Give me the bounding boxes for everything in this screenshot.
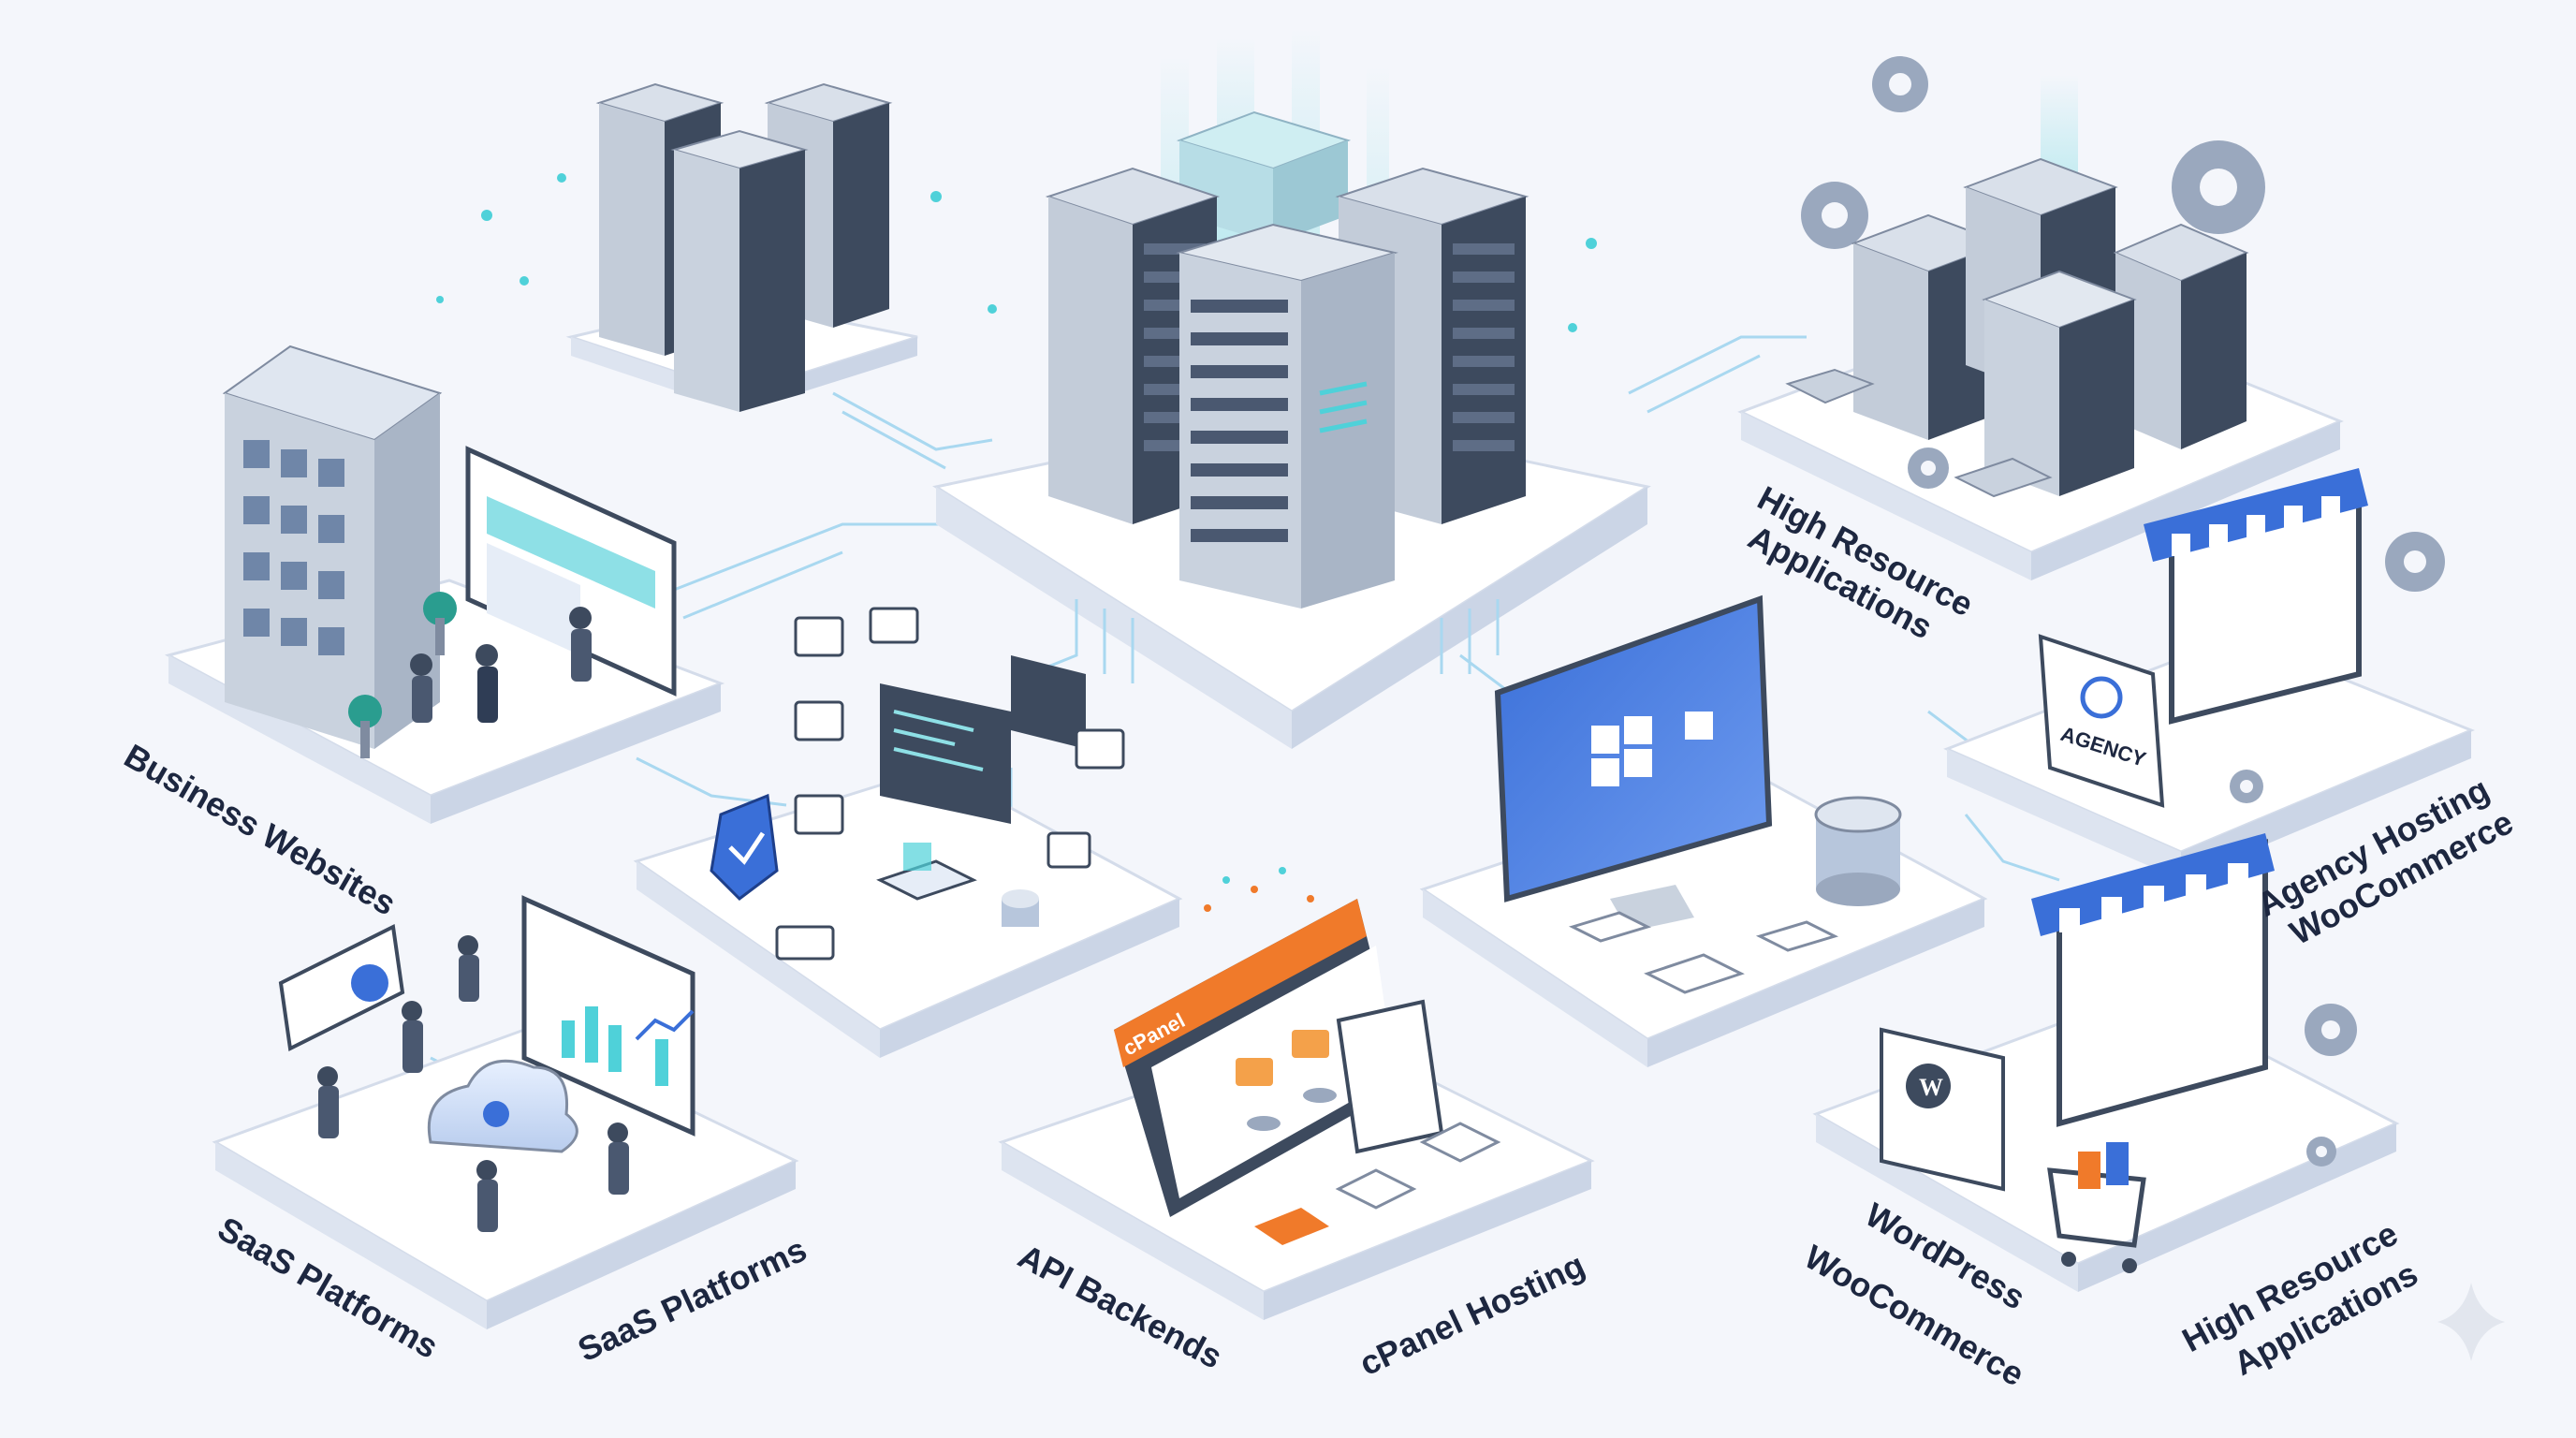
windows-database-platform (1419, 594, 1988, 1067)
database-icon (1814, 796, 1902, 906)
top-left-servers (436, 82, 918, 412)
business-people (410, 607, 592, 723)
sparkle-icon (2437, 1283, 2505, 1361)
center-server-cluster (930, 28, 1651, 749)
svg-text:W: W (1919, 1074, 1943, 1101)
ecommerce-platform: W (1812, 833, 2400, 1292)
shopping-cart-icon (2047, 1142, 2146, 1273)
cpanel-platform: cPanel (998, 867, 1595, 1320)
label-wordpress-woocommerce: WooCommerce (1798, 1237, 2031, 1393)
security-api-platform (633, 607, 1183, 1058)
saas-platform (212, 895, 799, 1329)
high-resource-top-platform (1737, 56, 2344, 580)
business-websites-platform (164, 345, 725, 824)
